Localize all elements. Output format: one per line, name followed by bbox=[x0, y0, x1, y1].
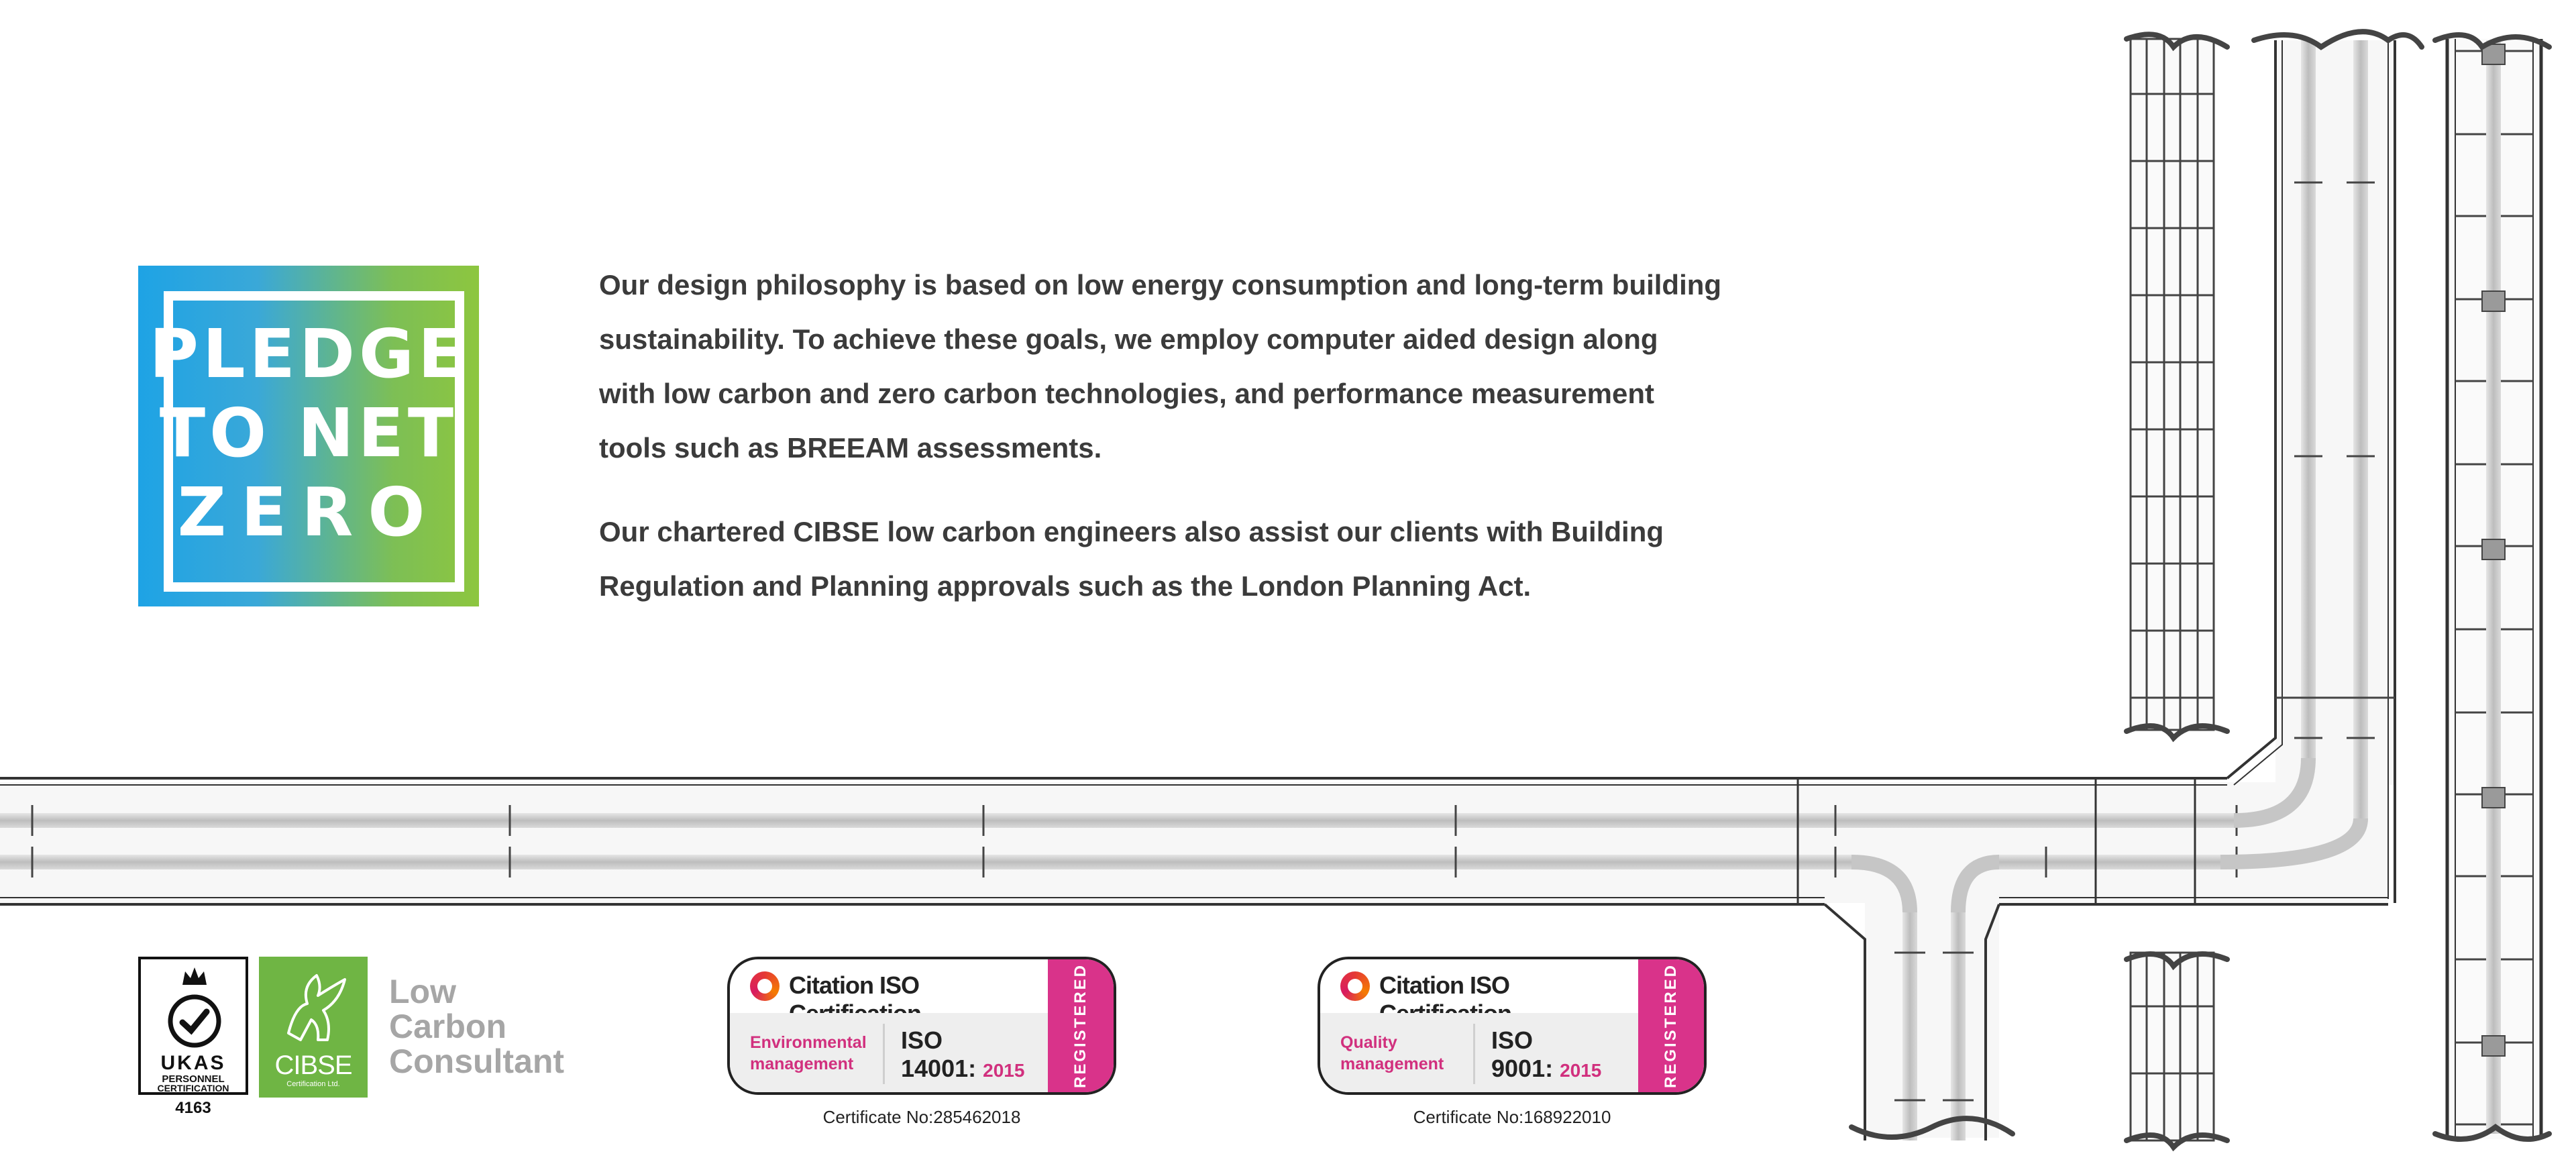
check-circle-icon bbox=[168, 994, 221, 1048]
paragraph-line: Our chartered CIBSE low carbon engineers… bbox=[599, 516, 1664, 547]
registered-tag: REGISTERED bbox=[1048, 959, 1114, 1092]
citation-logo-icon bbox=[1340, 971, 1370, 1001]
ladder-tray bbox=[2432, 32, 2552, 1142]
cibse-badge: CIBSE Certification Ltd. bbox=[259, 957, 368, 1098]
ukas-line-2: CERTIFICATION bbox=[157, 1083, 229, 1094]
horizontal-tray bbox=[0, 777, 2388, 906]
ukas-number: 4163 bbox=[175, 1099, 211, 1117]
crown-icon bbox=[182, 967, 207, 985]
logo-frame bbox=[164, 291, 464, 592]
cibse-sub: Certification Ltd. bbox=[286, 1080, 340, 1088]
citation-iso-9001-badge: Citation ISO Certification Quality manag… bbox=[1318, 957, 1707, 1095]
griffin-crest-icon bbox=[287, 974, 346, 1041]
iso-standard: ISO 9001: 2015 bbox=[1491, 1026, 1601, 1085]
paragraph-line: sustainability. To achieve these goals, … bbox=[599, 323, 1658, 355]
lcc-line: Low bbox=[389, 973, 456, 1010]
iso-year: 2015 bbox=[983, 1060, 1025, 1081]
tee-tray bbox=[1823, 855, 2015, 1140]
category-line: Quality bbox=[1340, 1033, 1397, 1052]
iso-label: ISO bbox=[1491, 1026, 1534, 1054]
engineers-paragraph: Our chartered CIBSE low carbon engineers… bbox=[599, 504, 1780, 613]
citation-header: Citation ISO Certification bbox=[1320, 959, 1641, 1027]
iso-number: 9001: bbox=[1491, 1055, 1554, 1082]
lcc-line: Consultant bbox=[389, 1043, 565, 1080]
pledge-line-1: PLEDGE bbox=[149, 315, 468, 393]
certificate-number: Certificate No:168922010 bbox=[1413, 1107, 1611, 1127]
citation-iso-14001-badge: Citation ISO Certification Environmental… bbox=[727, 957, 1116, 1095]
certificate-number: Certificate No:285462018 bbox=[822, 1107, 1021, 1127]
citation-logo-icon bbox=[750, 971, 780, 1001]
registered-label: REGISTERED bbox=[1071, 963, 1089, 1089]
divider bbox=[883, 1024, 885, 1084]
elbow-tray bbox=[2220, 29, 2424, 903]
iso-year: 2015 bbox=[1560, 1060, 1602, 1081]
citation-body: Environmental management ISO 14001: 2015 bbox=[730, 1013, 1051, 1092]
paragraph-line: Our design philosophy is based on low en… bbox=[599, 269, 1722, 301]
paragraph-line: with low carbon and zero carbon technolo… bbox=[599, 378, 1654, 409]
category-line: management bbox=[1340, 1055, 1444, 1073]
philosophy-paragraph: Our design philosophy is based on low en… bbox=[599, 258, 1780, 475]
mesh-tray-top bbox=[2124, 32, 2230, 743]
iso-standard: ISO 14001: 2015 bbox=[901, 1026, 1024, 1085]
category-line: Environmental bbox=[750, 1033, 867, 1052]
certification-category: Quality management bbox=[1340, 1032, 1444, 1075]
paragraph-line: Regulation and Planning approvals such a… bbox=[599, 570, 1532, 602]
lcc-line: Carbon bbox=[389, 1008, 506, 1045]
pledge-line-3: ZERO bbox=[177, 473, 440, 551]
pledge-to-net-zero-logo: PLEDGE TO NET ZERO bbox=[138, 266, 479, 606]
ukas-word: UKAS bbox=[160, 1052, 226, 1074]
mesh-tray-bottom bbox=[2124, 951, 2230, 1152]
pledge-line-2: TO NET bbox=[159, 394, 458, 472]
ukas-badge: UKAS PERSONNEL CERTIFICATION bbox=[138, 957, 248, 1095]
iso-number: 14001: bbox=[901, 1055, 977, 1082]
divider bbox=[1473, 1024, 1475, 1084]
citation-body: Quality management ISO 9001: 2015 bbox=[1320, 1013, 1641, 1092]
citation-header: Citation ISO Certification bbox=[730, 959, 1051, 1027]
registered-tag: REGISTERED bbox=[1638, 959, 1704, 1092]
certification-category: Environmental management bbox=[750, 1032, 867, 1075]
low-carbon-consultant-label: Low Carbon Consultant bbox=[389, 974, 564, 1079]
ukas-line-1: PERSONNEL bbox=[162, 1073, 225, 1085]
iso-label: ISO bbox=[901, 1026, 943, 1054]
paragraph-line: tools such as BREEAM assessments. bbox=[599, 432, 1102, 464]
category-line: management bbox=[750, 1055, 854, 1073]
cibse-name: CIBSE bbox=[274, 1051, 352, 1080]
registered-label: REGISTERED bbox=[1662, 963, 1680, 1089]
